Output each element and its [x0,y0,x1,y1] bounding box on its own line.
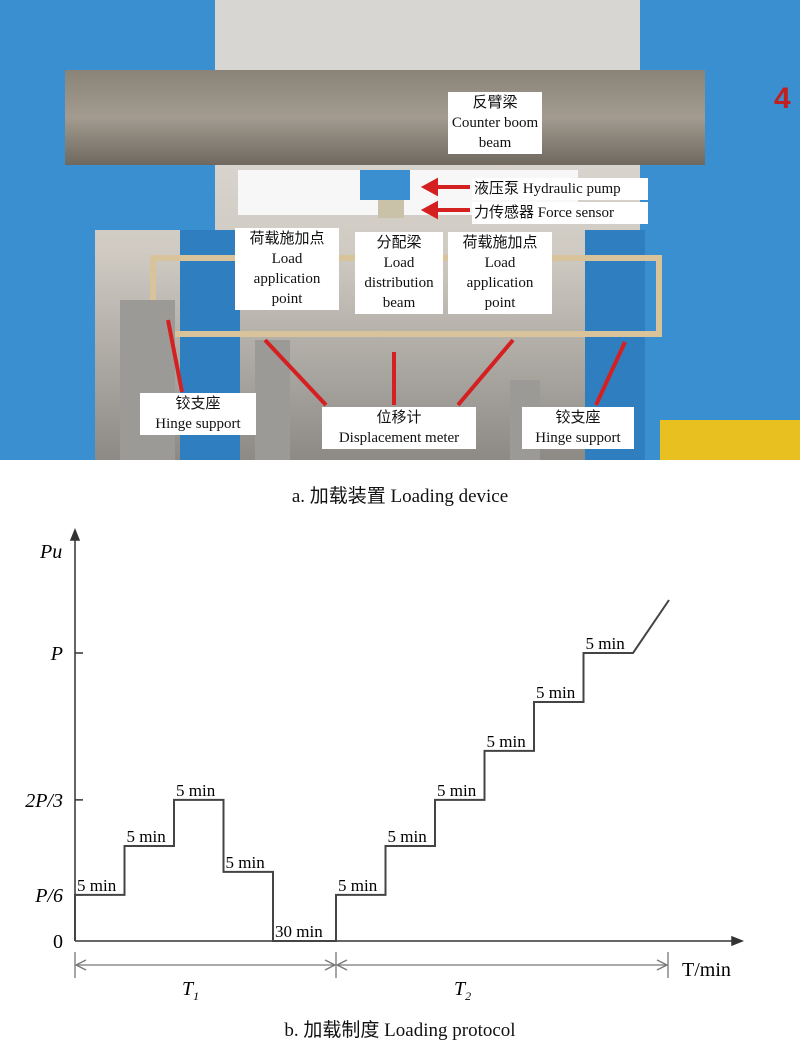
arrow-overlay [166,177,627,407]
force-sensor [378,200,404,218]
label-hinge-support-right: 铰支座 Hinge support [522,407,634,449]
label-en: Load [271,251,303,267]
y-tick-label: 2P/3 [25,790,63,812]
label-load-application-right: 荷载施加点 Load application point [448,232,552,314]
label-hinge-support-left: 铰支座 Hinge support [140,393,256,435]
phase-label-t1: T1 [182,978,199,1003]
loading-protocol-chart: 0 P/6 2P/3 P 5 min 5 min 5 min 5 min 30 min 5 mi… [25,527,745,1003]
dimension-arrow [656,959,669,971]
label-cn: 铰支座 [175,396,221,412]
phase-label-t2: T2 [454,978,471,1003]
step-duration-label: 5 min [176,781,216,800]
x-axis-label: T/min [682,959,731,981]
dimension-arrow [335,959,348,971]
label-counter-boom-beam: 反臂梁 Counter boom beam [448,92,542,154]
label-en: beam [382,295,416,311]
label-cn: 荷载施加点 [462,235,538,251]
step-duration-label: 5 min [77,876,117,895]
caption-b: b. 加载制度 Loading protocol [284,1020,516,1041]
label-hydraulic-pump: 液压泵 Hydraulic pump [472,178,648,200]
label-distribution-beam: 分配梁 Load distribution beam [355,232,443,314]
frame-number: 4 [774,82,791,115]
label-cn: 位移计 [376,410,422,426]
step-duration-label: 5 min [586,634,626,653]
label-en: Displacement meter [338,430,460,446]
step-duration-label: 5 min [338,876,378,895]
label-force-sensor: 力传感器 Force sensor [472,202,648,224]
step-duration-label: 30 min [275,922,323,941]
step-duration-label: 5 min [127,827,167,846]
label-en: application [466,275,534,291]
label-en: Counter boom [451,115,539,131]
label-en: distribution [364,275,434,291]
label-en: point [484,295,516,311]
y-tick-label: P/6 [34,885,63,907]
step-duration-label: 5 min [487,732,527,751]
label-en: beam [478,135,512,151]
label-en: Load [383,255,415,271]
label-cn: 反臂梁 [472,95,518,111]
label-cn: 分配梁 [376,235,422,251]
caption-a: a. 加载装置 Loading device [291,486,509,507]
counter-boom-beam [65,70,705,165]
y-axis-label: Pu [39,541,62,563]
label-displacement-meter: 位移计 Displacement meter [322,407,476,449]
label-cn: 铰支座 [555,410,601,426]
load-step-line [74,599,670,942]
hydraulic-pump [360,170,410,200]
x-axis-arrow [731,935,745,947]
step-duration-label: 5 min [388,827,428,846]
label-en: point [271,291,303,307]
step-duration-label: 5 min [536,683,576,702]
label-load-application-left: 荷载施加点 Load application point [235,228,339,310]
y-tick-label: P [50,643,63,665]
step-duration-label: 5 min [226,853,266,872]
label-cn: 荷载施加点 [249,231,325,247]
step-duration-label: 5 min [437,781,477,800]
dimension-arrow [74,959,87,971]
dimension-arrow [324,959,337,971]
label-en: Load [484,255,516,271]
label-en: Hinge support [155,416,241,432]
label-en: application [253,271,321,287]
y-axis-arrow [69,527,81,541]
y-tick-label: 0 [53,931,63,953]
loading-device-photo: 4 反臂梁 Counter boom beam 液压泵 Hydraulic pu… [0,0,800,460]
label-en: Hinge support [535,430,621,446]
